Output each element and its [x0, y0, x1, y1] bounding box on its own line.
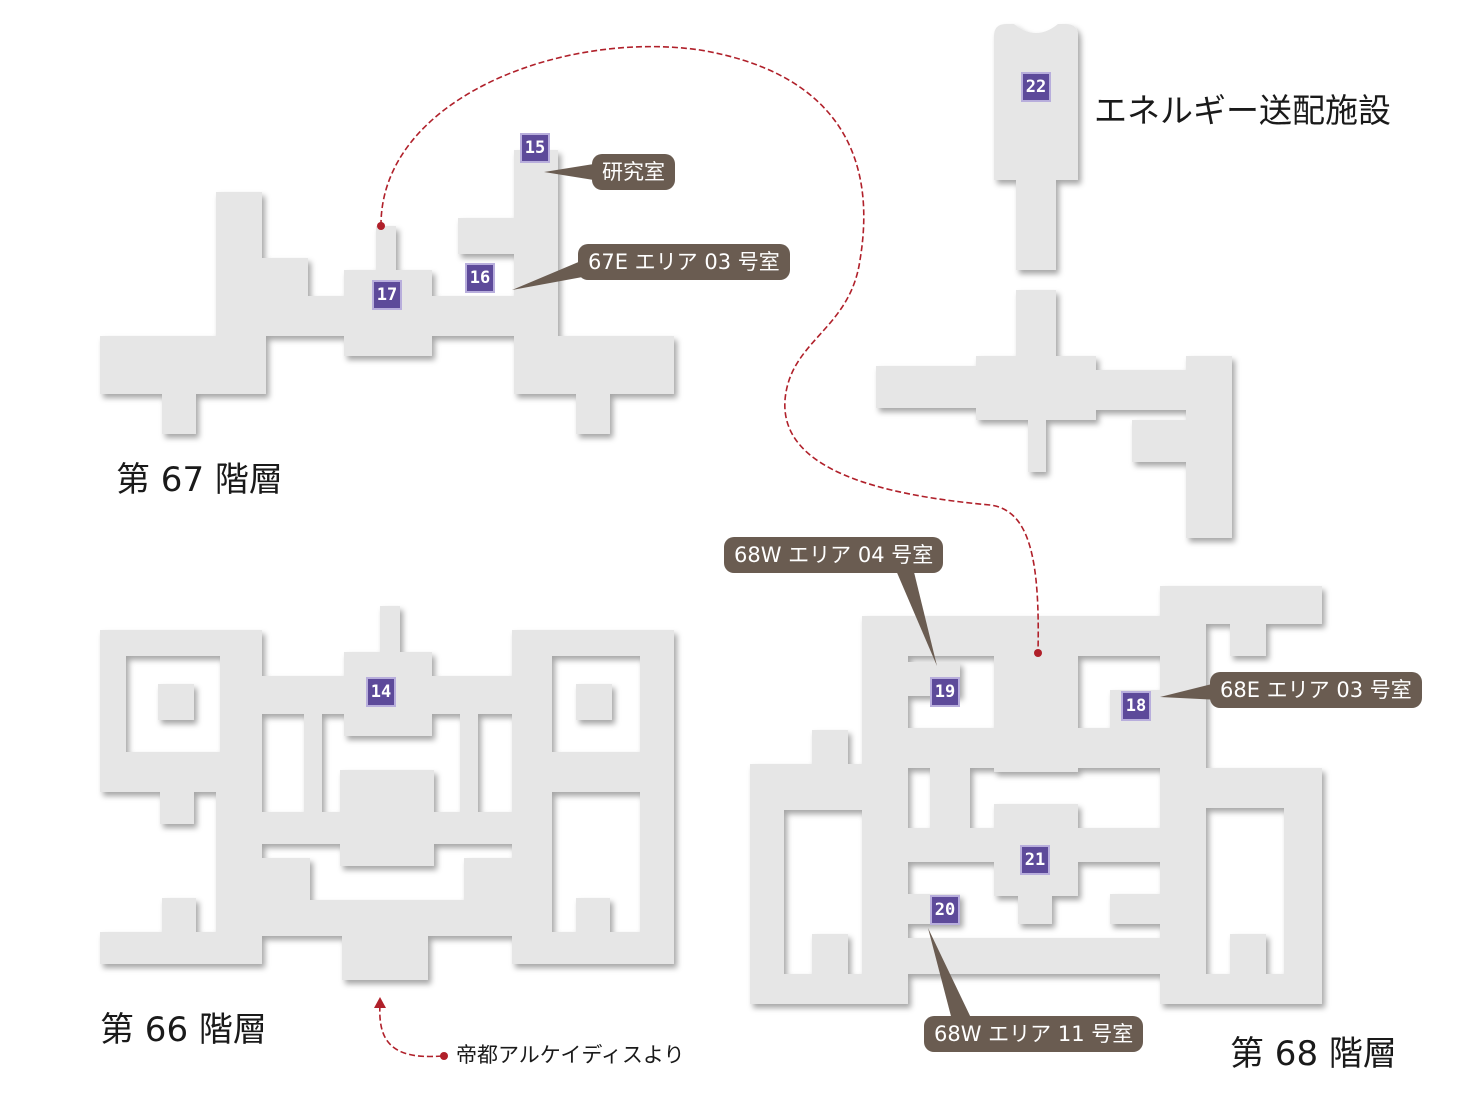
treasure-marker-icon[interactable]: 16 — [465, 263, 495, 293]
callout-67e-area-03: 67E エリア 03 号室 — [578, 244, 790, 280]
callout-lab: 研究室 — [592, 154, 675, 190]
callout-pointers — [512, 163, 1220, 1020]
treasure-marker-icon[interactable]: 15 — [520, 133, 550, 163]
callout-68w-area-04: 68W エリア 04 号室 — [724, 537, 944, 573]
route-line — [379, 45, 1040, 1058]
route-point-icon — [1034, 649, 1042, 657]
floor-68-layout — [750, 586, 1322, 1004]
facility-title: エネルギー送配施設 — [1094, 91, 1391, 130]
origin-label: 帝都アルケイディスより — [456, 1043, 685, 1067]
treasure-marker-icon[interactable]: 20 — [930, 895, 960, 925]
treasure-marker-icon[interactable]: 18 — [1121, 691, 1151, 721]
treasure-marker-icon[interactable]: 19 — [930, 677, 960, 707]
treasure-marker-icon[interactable]: 17 — [372, 280, 402, 310]
route-point-icon — [377, 222, 385, 230]
floor-67-title: 第 67 階層 — [116, 460, 283, 500]
treasure-marker-icon[interactable]: 14 — [366, 677, 396, 707]
floor-66-title: 第 66 階層 — [100, 1010, 267, 1050]
callout-68w-area-11: 68W エリア 11 号室 — [924, 1016, 1144, 1052]
floor-68-title: 第 68 階層 — [1230, 1034, 1397, 1074]
facility-layout — [876, 24, 1232, 538]
floor-66-layout — [100, 606, 674, 980]
callout-68e-area-03: 68E エリア 03 号室 — [1210, 672, 1422, 708]
treasure-marker-icon[interactable]: 21 — [1020, 845, 1050, 875]
treasure-marker-icon[interactable]: 22 — [1021, 72, 1051, 102]
route-arrow-icon — [374, 997, 386, 1008]
route-point-icon — [440, 1052, 448, 1060]
